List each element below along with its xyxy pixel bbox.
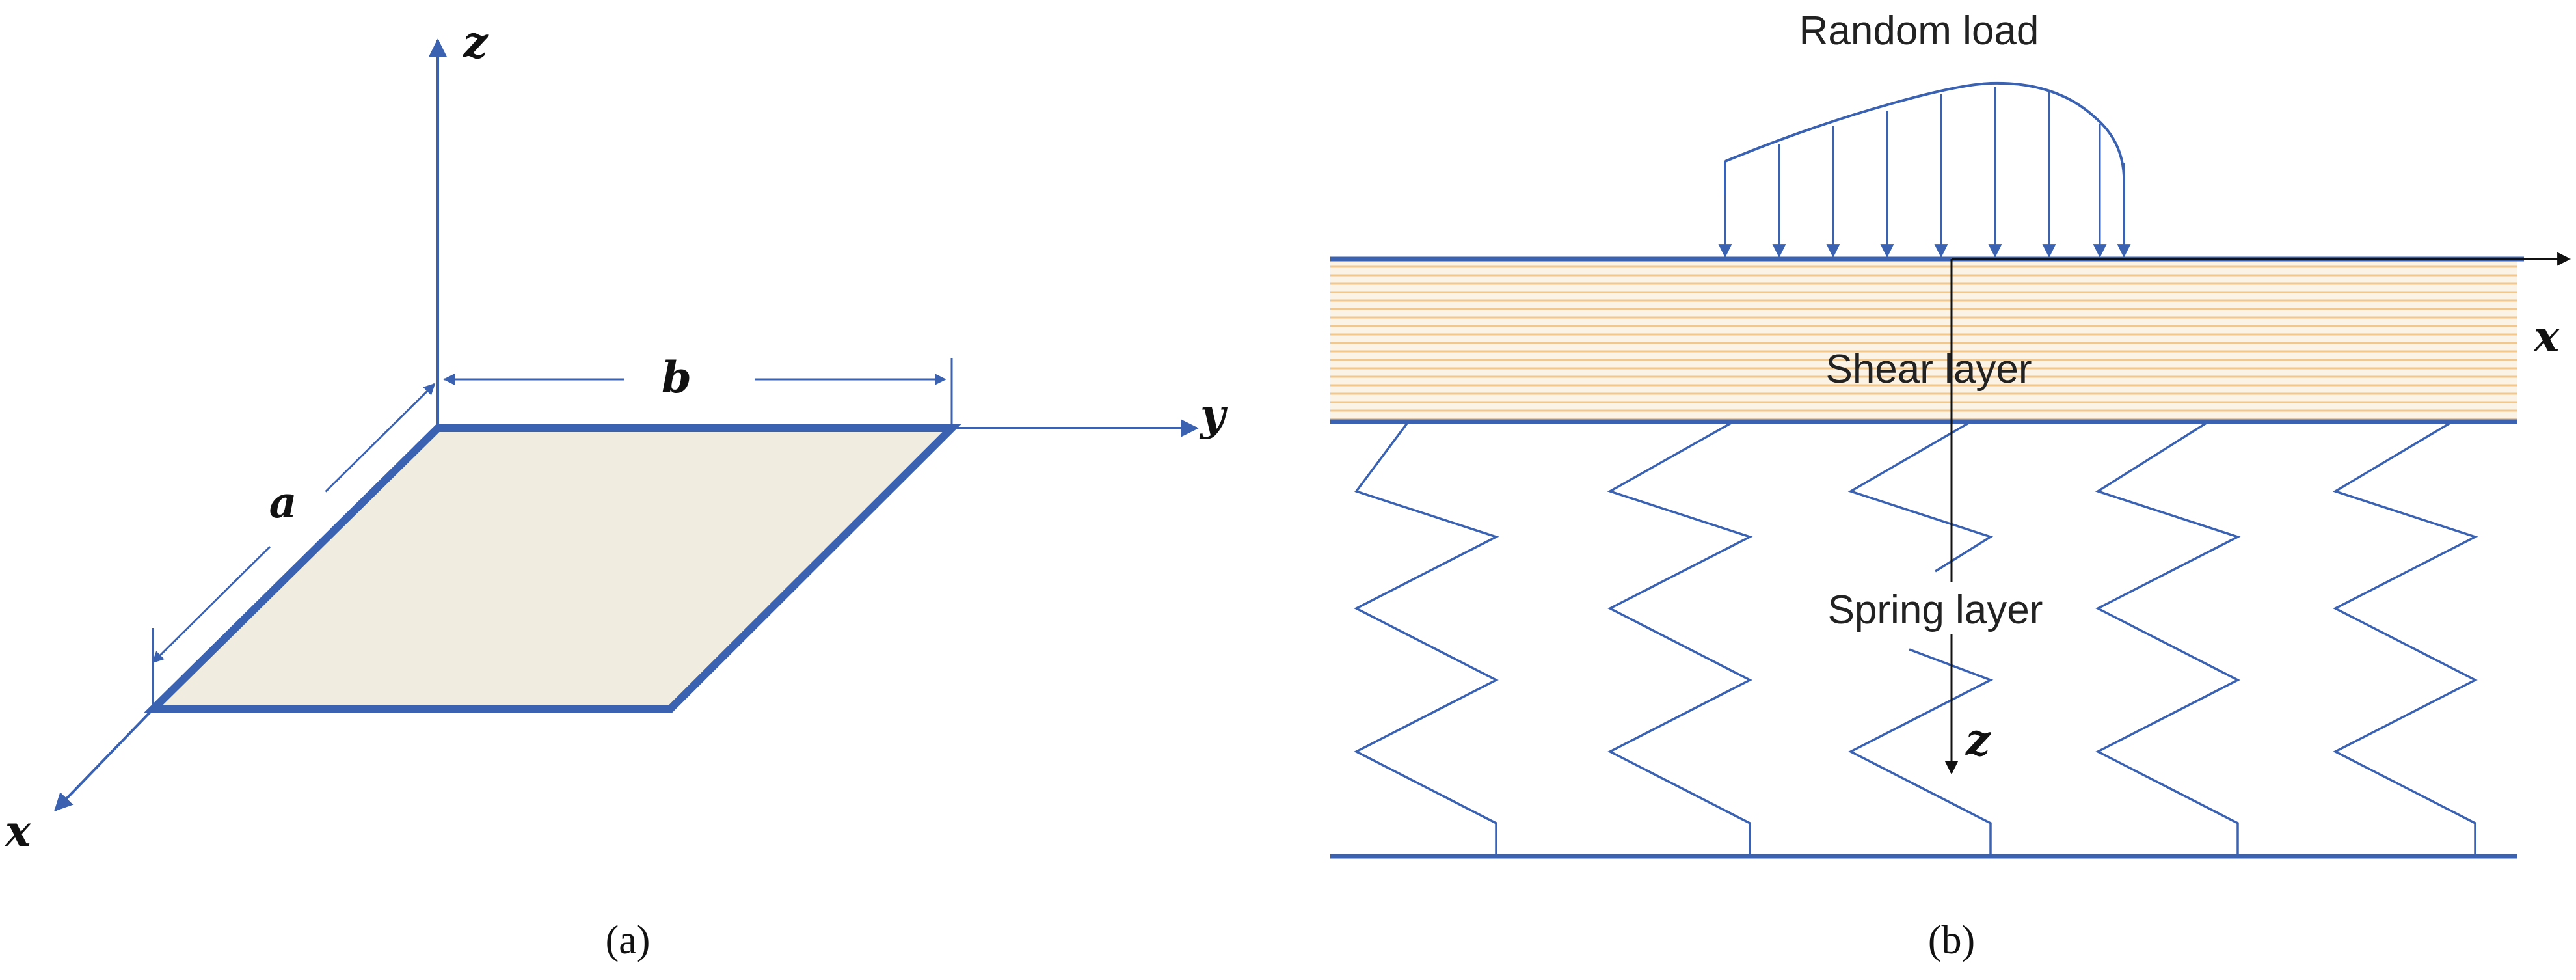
spring-5 <box>2332 420 2478 856</box>
dim-b-label: b <box>662 352 691 403</box>
spring-2 <box>1607 420 1753 856</box>
load-arrows <box>1718 87 2131 258</box>
plate <box>143 424 961 713</box>
x-axis <box>54 708 154 812</box>
b-x-axis-label: x <box>2532 311 2560 362</box>
panel-b: Random load Shear layer Spring layer x z… <box>1330 8 2571 962</box>
random-load-label: Random load <box>1799 8 2039 53</box>
spring-4 <box>2095 420 2241 856</box>
springs <box>1354 420 2478 856</box>
shear-layer-label: Shear layer <box>1825 347 2032 392</box>
caption-b: (b) <box>1928 918 1975 962</box>
z-axis-label: z <box>463 17 489 68</box>
panel-a: z y x b a (a) <box>4 17 1228 962</box>
b-z-axis-label: z <box>1965 715 1991 765</box>
caption-a: (a) <box>606 918 651 962</box>
load-curve <box>1724 81 2125 247</box>
y-axis-label: y <box>1199 389 1228 440</box>
spring-layer-label: Spring layer <box>1828 588 2043 633</box>
spring-3 <box>1847 420 1994 573</box>
spring-1 <box>1354 420 1499 856</box>
shear-layer-fill <box>1330 260 2517 420</box>
spring-3-lower <box>1848 648 1994 856</box>
dim-a-label: a <box>269 477 297 528</box>
x-axis-label: x <box>4 806 31 856</box>
